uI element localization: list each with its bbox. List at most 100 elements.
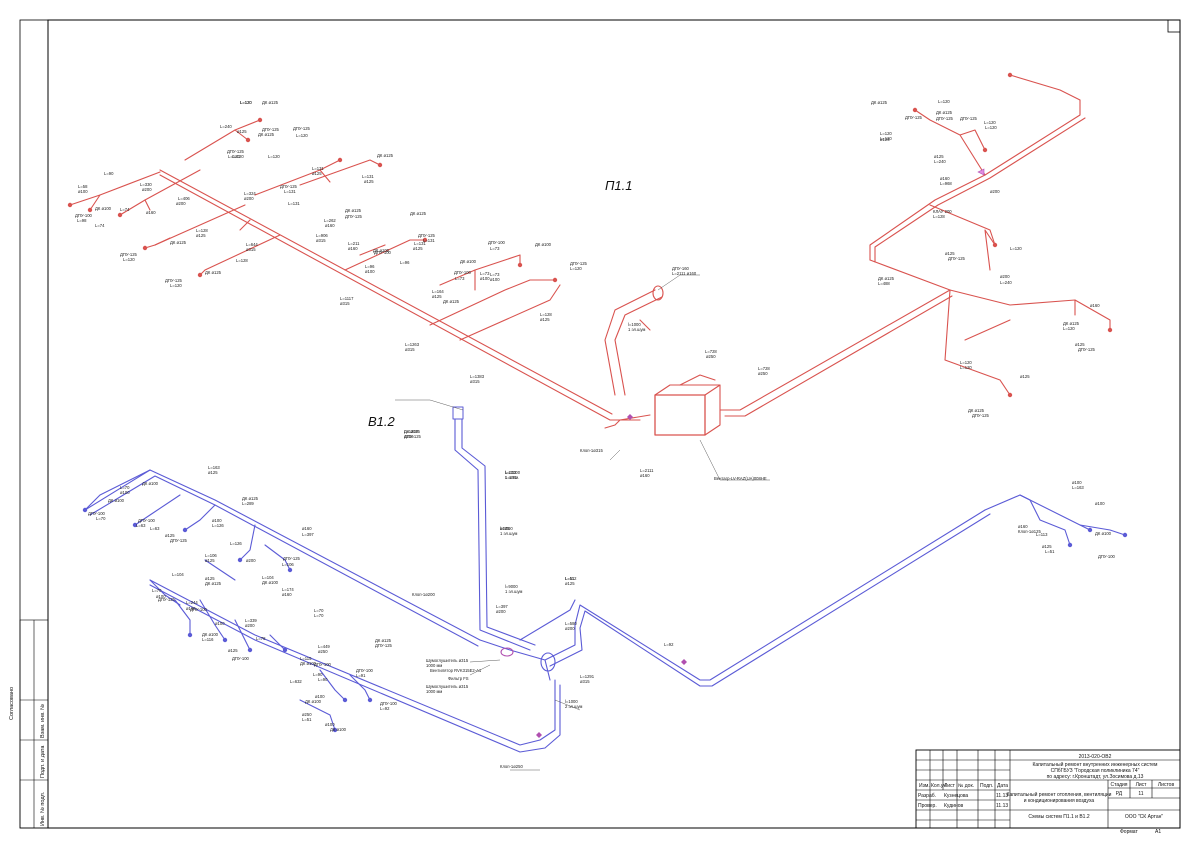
v12-dimension-label: ø125 [205,576,215,581]
title-org-2: по адресу: г.Кронштадт, ул.Зосимова д.13 [1047,774,1144,780]
v12-dimension-label: ДПУ-100 [190,607,208,612]
p11-dimension-label: L=211 [348,241,360,246]
v12-dimension-label: ДК ø125 [404,429,421,434]
p11-damper [627,414,633,420]
p11-dimension-label: L=131 [288,201,300,206]
p11-dimension-label: L=644 [246,242,258,247]
p11-dimension-label: L=330 [140,182,152,187]
tb-column-header: № док. [958,783,974,789]
v12-dimension-label: ДК ø125 [375,638,392,643]
v12-dimension-label: L=51 [1045,549,1055,554]
tb-row1-role: Разраб. [918,793,936,799]
p11-dimension-label: L=73 [490,272,500,277]
v12-dimension-label: L=51 [302,717,312,722]
p11-dimension-label: ДПУ-125 [120,252,138,257]
v12-dimension-label: L=449 [318,644,330,649]
tb-column-header: Дата [997,783,1008,789]
p11-dimension-label: ДПУ-125 [418,233,436,238]
v12-dimension-label: L=126 [212,523,224,528]
v12-dimension-label: L=172 [505,475,517,480]
p11-dimension-label: L=96 [400,260,410,265]
p11-dimension-label: ДПУ-125 [280,184,298,189]
v12-dimension-label: ДПУ-100 [314,662,332,667]
p11-dimension-label: l=1000 [628,322,641,327]
p11-dimension-label: L=131 [284,189,296,194]
system-v12-ductwork [84,406,1126,753]
v12-dimension-label: L=244 [186,600,198,605]
p11-dimension-label: L=73 [455,276,465,281]
v12-dimension-label: L=113 [505,470,517,475]
side-inv-replace: Взам. инв. № [40,704,46,738]
p11-dimension-label: L=488 [878,281,890,286]
side-stamp [19,619,49,829]
p11-dimension-label: L=240 [934,159,946,164]
v12-dimension-label: L=92 [664,642,674,647]
v12-dimension-label: L=113 [1036,532,1048,537]
v12-dimension-label: Клоп-1ø250 [500,764,523,769]
p11-dimension-label: ø200 [1000,274,1010,279]
v12-dimension-label: ø125 [205,558,215,563]
p11-dimension-label: ДК ø100 [373,248,390,253]
v12-dimension-label: ДК ø125 [242,496,259,501]
v12-dimension-label: Шумоглушитель ø315 [426,684,469,689]
tb-format: А1 [1155,829,1161,835]
p11-dimension-label: ДПУ-125 [293,126,311,131]
p11-dimension-label: L=324 [244,191,256,196]
v12-dimension-label: l=9000 [500,526,513,531]
p11-dimension-label: L=120 [170,283,182,288]
p11-dimension-label: ДК ø100 [535,242,552,247]
v12-dimension-label: L=70 [314,613,324,618]
v12-dimension-label: 1 эл.шум [505,589,523,594]
v12-dimension-label: l=1000 [565,699,578,704]
p11-dimension-label: ø315 [405,347,415,352]
p11-dimension-label: ø100 [78,189,88,194]
v12-dimension-label: L=397 [302,532,314,537]
v12-dimension-label: L=70 [96,516,106,521]
v12-dimension-label: ДК ø100 [300,661,317,666]
p11-dimension-label: ø125 [196,233,206,238]
p11-dimension-label: L=728 [705,349,717,354]
v12-dimension-label: L=126 [230,541,242,546]
v12-dimension-label: ø160 [186,606,196,611]
p11-dimension-label: L=2111 ø160 [672,271,697,276]
p11-dimension-label: ДК ø125 [410,211,427,216]
p11-dimension-label: ДК ø125 [936,110,953,115]
side-sign-date: Подп. и дата [40,745,46,778]
v12-dimension-label: ДПУ-125 [158,597,176,602]
p11-dimension-label: ø125 [237,129,247,134]
p11-dimension-label: ø125 [1075,342,1085,347]
p11-dimension-label: L=120 [984,120,996,125]
p11-dimension-label: L=73 [490,246,500,251]
p11-dimension-label: ø125 [413,246,423,251]
system-label-p11: П1.1 [605,178,633,193]
title-org-1: СПбГБУЗ "Городская поликлиника 74" [1051,768,1140,774]
p11-dimension-label: ø125 [364,179,374,184]
v12-dimension-label: ø315 [404,434,414,439]
p11-klau-damper [977,168,985,176]
v12-damper [681,659,687,665]
p11-dimension-label: ДК ø125 [377,153,394,158]
side-agreed: Согласовано [9,687,15,720]
p11-dimension-label: L=131 [312,166,324,171]
v12-dimension-label: ДК ø100 [330,727,347,732]
title-code: 2013-020-ОВ2 [1079,754,1112,760]
tb-column-header: Кол.уч [931,783,946,789]
p11-dimension-label: ø100 [490,277,500,282]
p11-dimension-label: L=58 [78,184,88,189]
v12-dimension-label: ДК ø125 [205,581,222,586]
p11-dimension-label: ДК ø125 [443,299,460,304]
v12-dimension-label: ДПУ-100 [1098,554,1116,559]
p11-dimension-label: ДПУ-100 [374,250,392,255]
p11-dimension-label: ДК ø125 [258,132,275,137]
p11-dimension-label: L=728 [758,366,770,371]
tb-format-label: Формат [1120,829,1138,835]
v12-dimension-label: ДПУ-125 [283,556,301,561]
p11-dimension-label: ø125 [432,294,442,299]
v12-terminals [82,507,1128,733]
p11-dimension-label: ДПУ-125 [345,214,363,219]
p11-dimension-label: ø315 [246,247,256,252]
p11-dimension-label: L=120 [570,266,582,271]
v12-dimension-label: ДПУ-125 [170,538,188,543]
v12-dimension-label: ø125 [565,581,575,586]
